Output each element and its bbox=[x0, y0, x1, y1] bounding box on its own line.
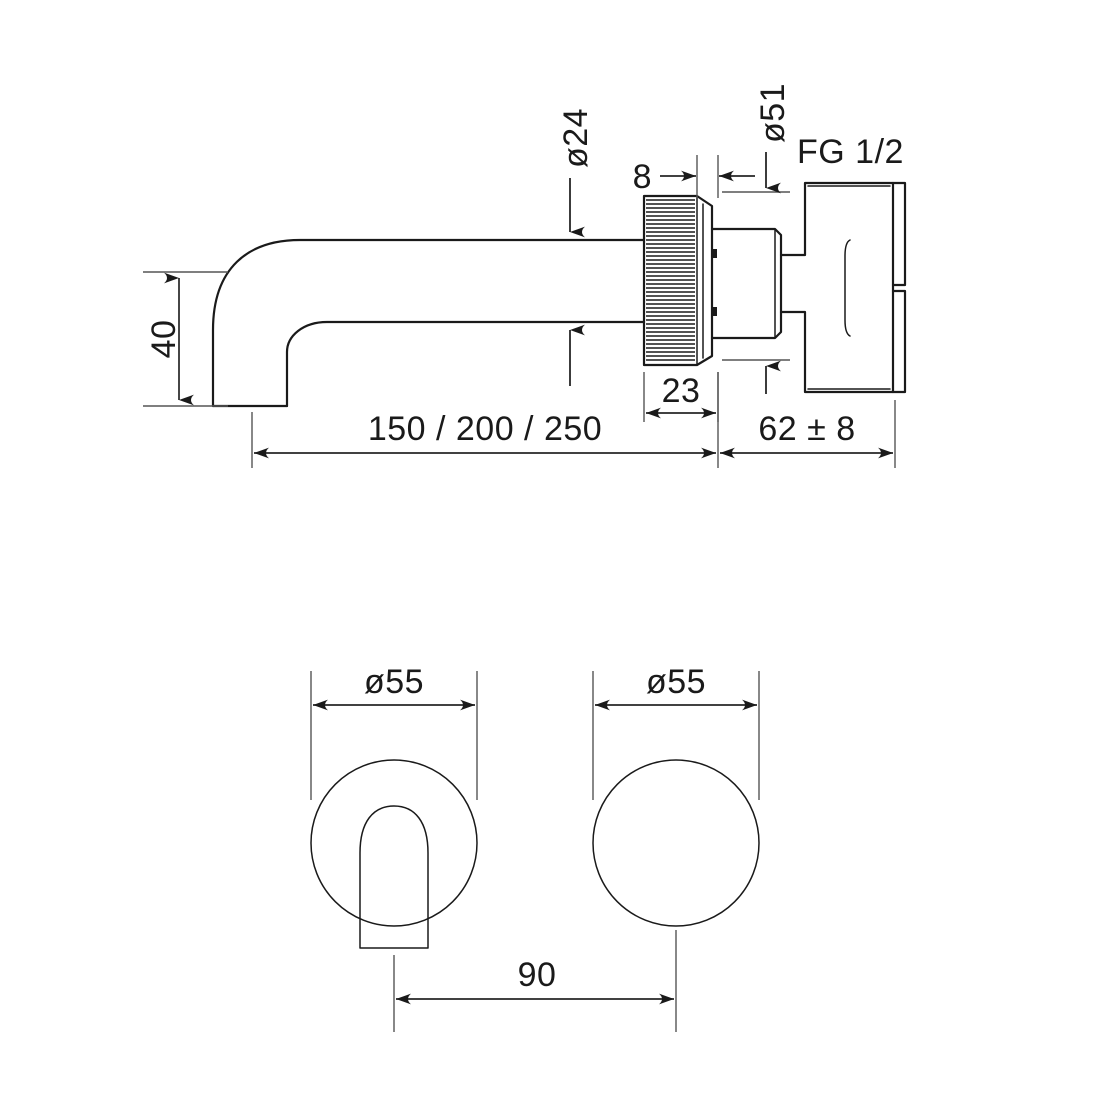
dim-center-spacing: 90 bbox=[393, 930, 677, 1032]
dim-spout-drop: 40 bbox=[143, 271, 228, 407]
knurled-collar bbox=[642, 194, 714, 367]
dim-spout-diameter: ø24 bbox=[557, 108, 595, 386]
dim-escutcheon-depth: 8 bbox=[633, 155, 755, 198]
dim-projection: 150 / 200 / 250 bbox=[251, 372, 719, 468]
left-rosette-assembly bbox=[310, 759, 478, 949]
front-view-dimensions: ø55 ø55 90 bbox=[310, 663, 760, 1032]
right-rosette-circle bbox=[592, 759, 760, 927]
dim-escutcheon-depth-label: 8 bbox=[633, 158, 652, 196]
threaded-body bbox=[710, 227, 783, 340]
spout-body-outline bbox=[211, 238, 646, 408]
dim-wall-depth: 62 ± 8 bbox=[720, 400, 896, 468]
dim-projection-label: 150 / 200 / 250 bbox=[368, 410, 602, 448]
dim-spout-diameter-label: ø24 bbox=[557, 108, 595, 168]
knurl-texture bbox=[646, 199, 695, 361]
side-view-dimensions: ø24 8 ø51 FG 1/2 40 bbox=[143, 83, 904, 468]
dim-knurl-width-label: 23 bbox=[662, 372, 701, 410]
body-notch-lower bbox=[711, 307, 717, 316]
dim-knurl-width: 23 bbox=[643, 372, 719, 422]
dim-thread-spec-label: FG 1/2 bbox=[797, 133, 904, 171]
dim-wall-depth-label: 62 ± 8 bbox=[758, 410, 855, 448]
dim-body-diameter-label: ø51 bbox=[754, 83, 792, 143]
body-notch-upper bbox=[711, 249, 717, 258]
front-elevation-view bbox=[310, 759, 760, 949]
dim-rosette-right-diameter-label: ø55 bbox=[646, 663, 706, 701]
side-elevation-view bbox=[211, 181, 907, 408]
dim-rosette-left-diameter: ø55 bbox=[310, 663, 478, 800]
dim-spout-drop-label: 40 bbox=[145, 320, 183, 359]
dim-rosette-right-diameter: ø55 bbox=[592, 663, 760, 800]
dim-body-diameter: ø51 bbox=[722, 83, 792, 394]
left-rosette-circle bbox=[310, 759, 478, 927]
spout-front-profile bbox=[359, 805, 429, 949]
dim-rosette-left-diameter-label: ø55 bbox=[364, 663, 424, 701]
handle-block bbox=[779, 181, 907, 394]
dim-center-spacing-label: 90 bbox=[518, 956, 557, 994]
